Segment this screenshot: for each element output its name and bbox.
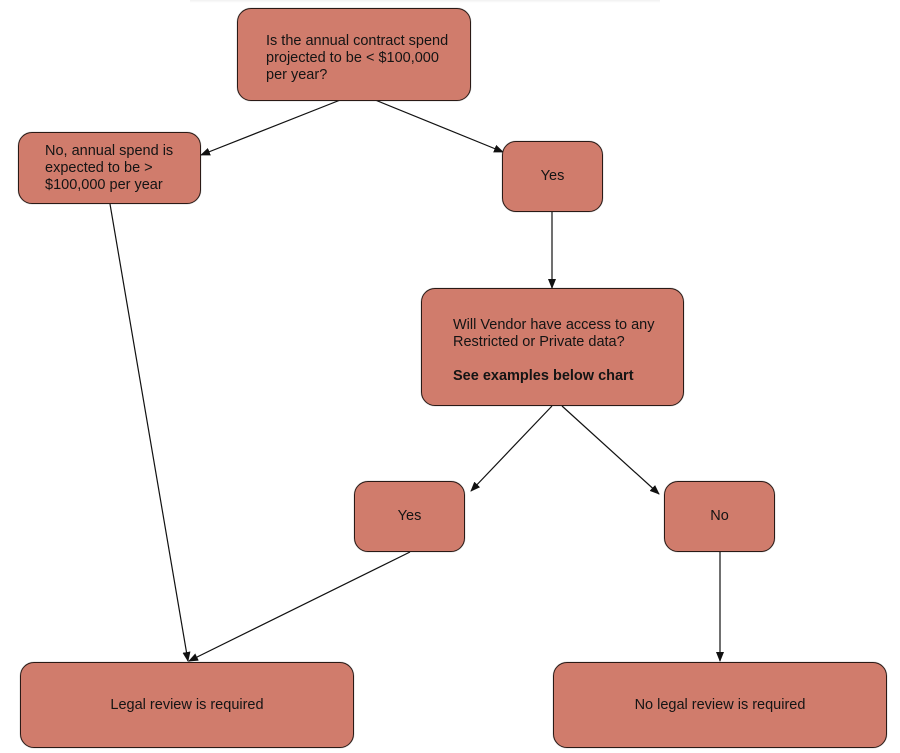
annual-spend-question-line-1: Is the annual contract spend [266, 33, 449, 49]
no-legal-review-required-label: No legal review is required [634, 696, 806, 713]
annual-spend-question-line-2: projected to be < $100,000 [266, 50, 439, 66]
spend-over-threshold-line-3: $100,000 per year [45, 176, 163, 193]
vendor-data-access-question-text: Will Vendor have access to any Restricte… [453, 317, 655, 385]
annual-spend-question-text: Is the annual contract spend projected t… [266, 33, 448, 84]
connector-yes-vendor-to-legal [188, 551, 411, 662]
connector-vendor-question-to-yes [470, 405, 553, 492]
annual-spend-question-node: Is the annual contract spend projected t… [237, 8, 471, 101]
connector-question-to-yes [357, 92, 504, 153]
legal-review-required-node: Legal review is required [20, 662, 354, 748]
vendor-data-access-question-node: Will Vendor have access to any Restricte… [421, 288, 684, 406]
vendor-access-yes-label: Yes [397, 508, 422, 524]
connector-no-spend-to-legal [109, 203, 191, 662]
vendor-access-no-node: No [664, 481, 775, 552]
vendor-access-yes-node: Yes [354, 481, 465, 552]
vendor-access-no-label: No [710, 508, 729, 524]
spend-over-threshold-line-2: expected to be > [45, 159, 153, 176]
spend-over-threshold-line-1: No, annual spend is [45, 142, 174, 159]
connector-vendor-question-to-no [561, 405, 660, 495]
spend-over-threshold-text: No, annual spend is expected to be > $10… [45, 143, 173, 194]
annual-spend-question-line-3: per year? [266, 67, 328, 83]
spend-under-threshold-yes-label: Yes [540, 168, 565, 184]
spend-over-threshold-node: No, annual spend is expected to be > $10… [18, 132, 201, 204]
see-examples-note: See examples below chart [453, 368, 634, 384]
top-edge-shadow [190, 0, 660, 3]
spend-under-threshold-yes-node: Yes [502, 141, 603, 212]
vendor-data-access-line-2: Restricted or Private data? [453, 334, 625, 350]
no-legal-review-required-node: No legal review is required [553, 662, 887, 748]
legal-review-required-label: Legal review is required [110, 696, 264, 713]
connector-question-to-no [200, 92, 359, 156]
vendor-data-access-line-1: Will Vendor have access to any [453, 317, 655, 333]
